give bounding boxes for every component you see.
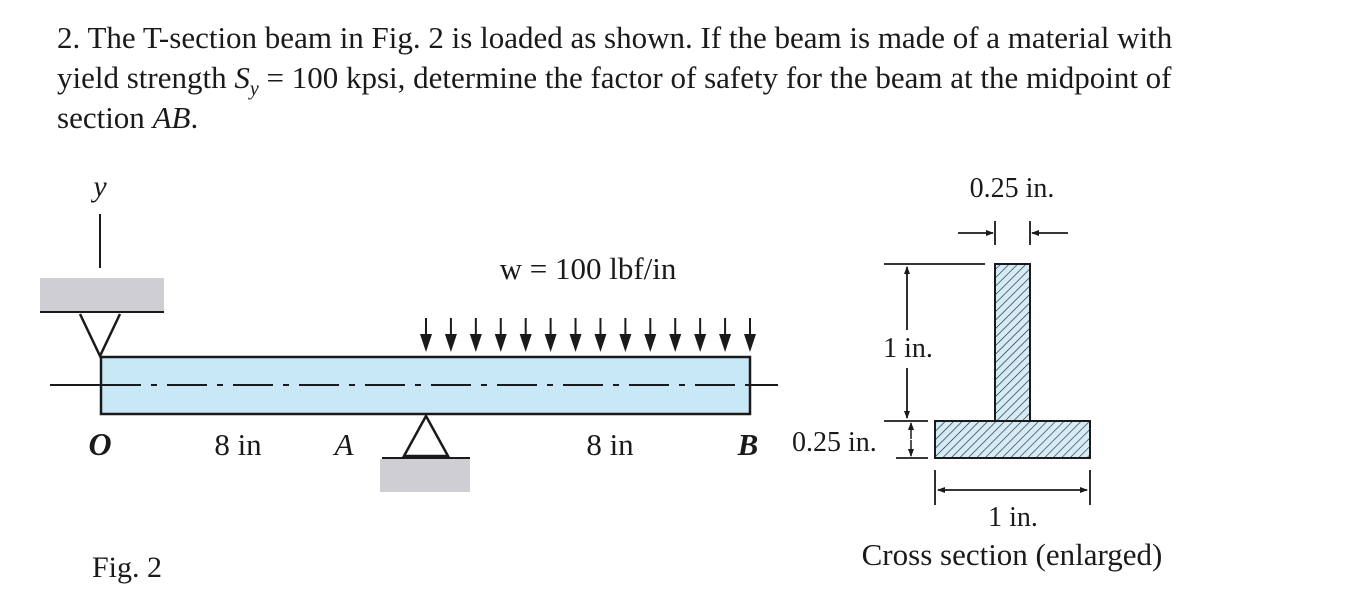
- yield-strength-symbol: S: [234, 60, 250, 95]
- support-at-a: [380, 413, 470, 492]
- cross-section-caption: Cross section (enlarged): [862, 537, 1163, 572]
- load-arrow-head: [444, 334, 457, 352]
- problem-line-1: 2. The T-section beam in Fig. 2 is loade…: [57, 18, 1347, 58]
- support-a-ground: [380, 459, 470, 492]
- height-label: 1 in.: [883, 333, 933, 364]
- load-arrow-head: [744, 334, 756, 352]
- load-arrow-head: [420, 334, 432, 352]
- problem-line-2-pre: yield strength: [57, 60, 235, 95]
- load-arrow-head: [619, 334, 632, 352]
- problem-line-1-text: The T-section beam in Fig. 2 is loaded a…: [87, 20, 1173, 55]
- distributed-load-arrows: [420, 318, 756, 352]
- problem-line-3: section AB.: [57, 98, 1347, 138]
- y-axis-label: y: [90, 170, 107, 203]
- flange-thickness-label: 0.25 in.: [792, 427, 877, 458]
- problem-line-3-post: .: [190, 100, 199, 135]
- base-width-label: 1 in.: [988, 502, 1038, 533]
- load-arrow-head: [494, 334, 507, 352]
- problem-line-2: yield strength Sy = 100 kpsi, determine …: [57, 58, 1347, 101]
- load-arrow-head: [569, 334, 582, 352]
- left-support-ground: [40, 278, 164, 312]
- problem-line-3-pre: section: [57, 100, 153, 135]
- problem-number: 2.: [57, 20, 81, 55]
- load-arrow-head: [469, 334, 482, 352]
- figure-caption: Fig. 2: [92, 551, 162, 584]
- distributed-load-label: w = 100 lbf/in: [500, 251, 677, 286]
- point-a-label: A: [333, 427, 355, 462]
- yield-strength-subscript: y: [249, 78, 259, 101]
- t-section-web: [994, 263, 1031, 422]
- left-support-triangle: [78, 313, 122, 359]
- load-arrow-head: [669, 334, 682, 352]
- problem-statement: 2. The T-section beam in Fig. 2 is loade…: [57, 18, 1347, 138]
- problem-line-2-post: = 100 kpsi, determine the factor of safe…: [258, 60, 1172, 95]
- t-section-flange: [934, 420, 1091, 459]
- load-arrow-head: [719, 334, 732, 352]
- point-o-label: O: [88, 426, 111, 462]
- span-ab-label: 8 in: [586, 427, 634, 462]
- span-oa-label: 8 in: [214, 427, 262, 462]
- load-arrow-head: [519, 334, 532, 352]
- load-arrow-head: [594, 334, 607, 352]
- support-a-triangle: [401, 413, 451, 458]
- load-arrow-head: [644, 334, 657, 352]
- load-arrow-head: [544, 334, 557, 352]
- left-pin-support: [40, 278, 164, 359]
- web-width-label: 0.25 in.: [970, 173, 1055, 204]
- section-ab-label: AB: [152, 100, 191, 135]
- load-arrow-head: [694, 334, 707, 352]
- point-b-label: B: [737, 427, 759, 462]
